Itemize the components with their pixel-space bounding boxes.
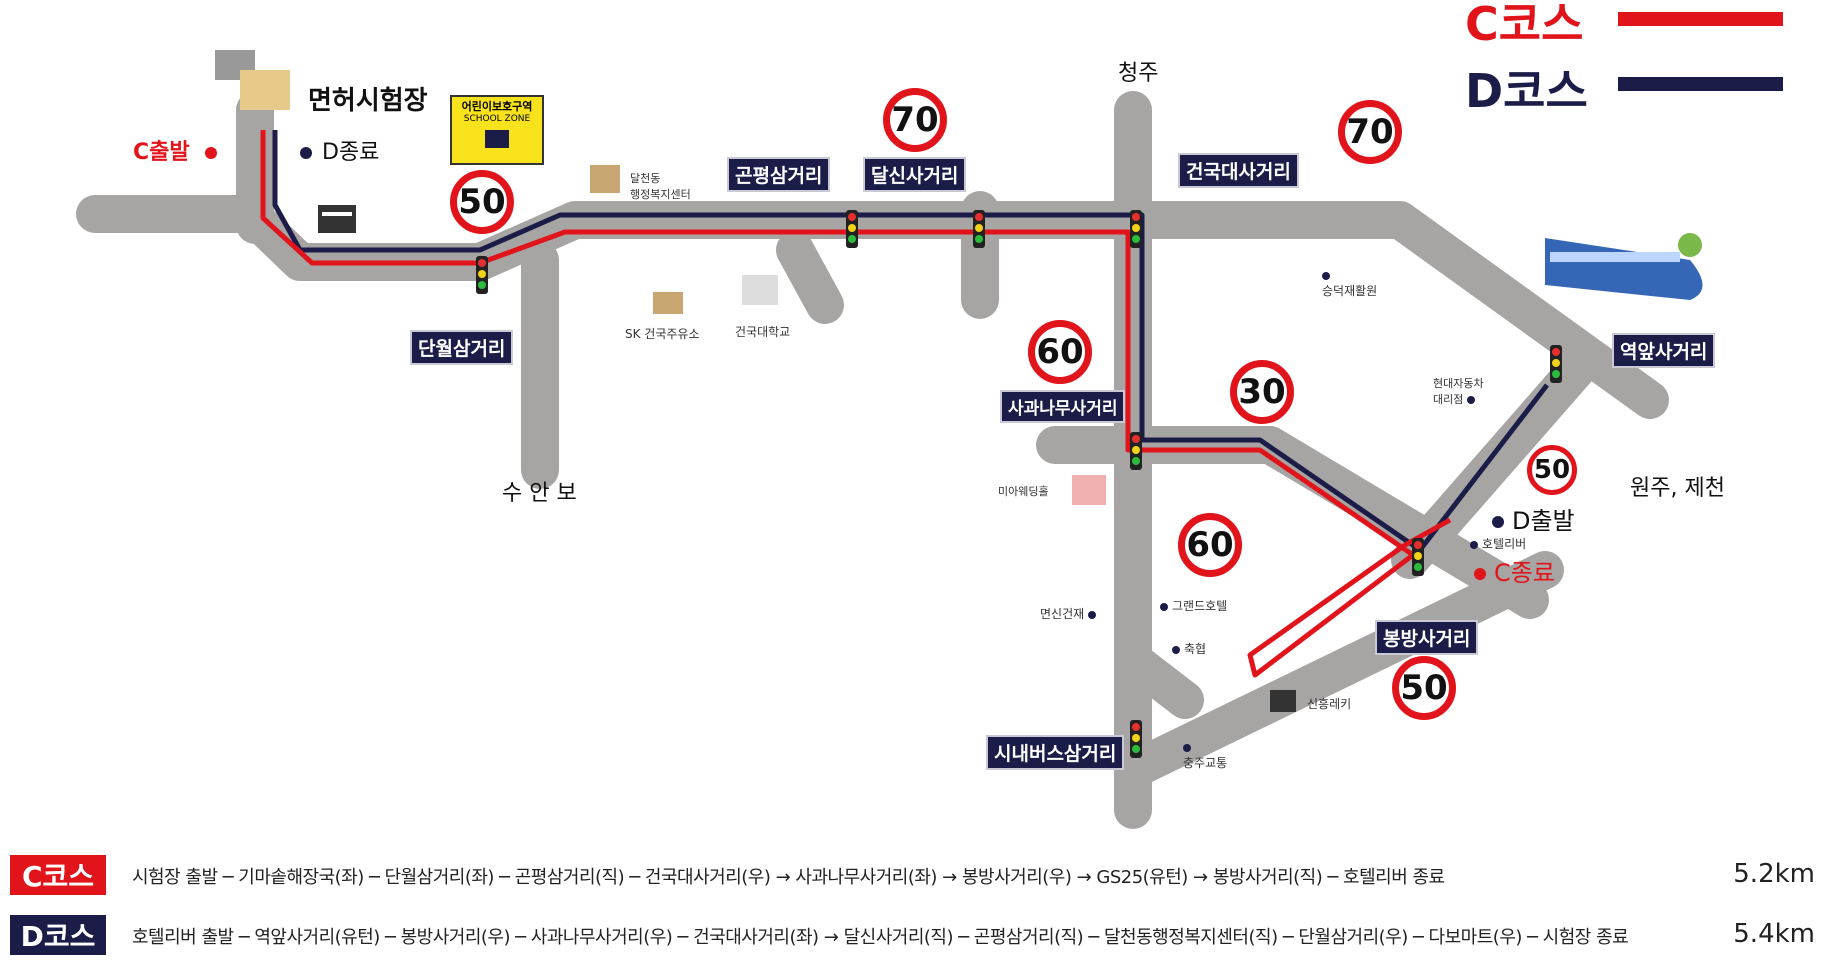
myeonsin-label: 면신건재 — [1040, 605, 1100, 622]
c-start-text: C출발 — [133, 140, 190, 165]
hotel-river-text: 호텔리버 — [1482, 537, 1527, 551]
speed-limit-sign: 50 — [1527, 445, 1577, 495]
traffic-light-icon — [1412, 538, 1424, 576]
legend-d-swatch — [1618, 77, 1783, 91]
intersection-konkukdae: 건국대사거리 — [1178, 153, 1299, 188]
route-distance-d: 5.4km — [1733, 919, 1815, 949]
c-start-label: C출발 — [133, 134, 218, 166]
route-row-c: C코스 시험장 출발 ─ 기마솥해장국(좌) ─ 단월삼거리(좌) ─ 곤평삼거… — [10, 855, 1815, 895]
intersection-bongbang: 봉방사거리 — [1375, 620, 1479, 655]
route-distance-c: 5.2km — [1733, 859, 1815, 889]
intersection-danwol: 단월삼거리 — [410, 330, 514, 365]
wonju-label: 원주, 제천 — [1630, 476, 1725, 501]
speed-limit-sign: 50 — [1392, 656, 1456, 720]
traffic-light-icon — [1130, 432, 1142, 470]
chukjeong-text: 축협 — [1184, 642, 1207, 656]
school-zone-line1: 어린이보호구역 — [461, 100, 533, 113]
traffic-light-icon — [973, 210, 985, 248]
legend-c-label: C코스 — [1465, 0, 1584, 51]
dalcheon-center-label: 달천동 행정복지센터 — [630, 172, 691, 201]
sk-gas-label: SK 건국주유소 — [625, 327, 700, 341]
intersection-yeokap: 역앞사거리 — [1612, 333, 1716, 368]
hyundai-label: 현대자동차 대리점 — [1433, 375, 1484, 407]
traffic-light-icon — [1130, 210, 1142, 248]
legend-c-swatch — [1618, 12, 1783, 26]
traffic-light-icon — [476, 256, 488, 294]
school-zone-icon — [485, 130, 509, 148]
suanbo-label: 수 안 보 — [502, 481, 577, 506]
route-desc-c: 시험장 출발 ─ 기마솥해장국(좌) ─ 단월삼거리(좌) ─ 곤평삼거리(직)… — [132, 867, 1445, 888]
speed-limit-sign: 30 — [1230, 360, 1294, 424]
d-end-text: D종료 — [322, 140, 380, 165]
route-row-d: D코스 호텔리버 출발 ─ 역앞사거리(유턴) ─ 봉방사거리(우) ─ 사과나… — [10, 915, 1815, 955]
hotel-river-label: 호텔리버 — [1470, 535, 1526, 552]
speed-limit-sign: 50 — [450, 170, 514, 234]
hyundai-text: 현대자동차 대리점 — [1433, 377, 1484, 406]
traffic-light-icon — [1550, 345, 1562, 383]
grand-hotel-label: 그랜드호텔 — [1160, 597, 1227, 614]
sinheung-label: 신흥레키 — [1307, 697, 1352, 711]
konkuk-univ-label: 건국대학교 — [735, 325, 791, 339]
route-badge-c: C코스 — [10, 855, 106, 895]
intersection-sagwanamu: 사과나무사거리 — [1000, 390, 1126, 423]
route-badge-d: D코스 — [10, 915, 106, 955]
mia-wedding-label: 미아웨딩홀 — [998, 485, 1049, 498]
d-start-text: D출발 — [1512, 507, 1575, 535]
intersection-sinaebus: 시내버스삼거리 — [986, 735, 1125, 770]
traffic-light-icon — [1130, 720, 1142, 758]
speed-limit-sign: 60 — [1178, 513, 1242, 577]
d-end-label: D종료 — [300, 134, 379, 166]
traffic-light-icon — [846, 210, 858, 248]
intersection-dalsin: 달신사거리 — [863, 157, 967, 192]
building-icons — [590, 165, 1296, 712]
grand-hotel-text: 그랜드호텔 — [1172, 599, 1228, 613]
seungdeok-label: 승덕재활원 — [1322, 268, 1377, 299]
c-end-label: C종료 — [1474, 553, 1555, 588]
d-start-label: D출발 — [1492, 501, 1575, 536]
chungju-traffic-text: 충주교통 — [1183, 756, 1228, 770]
speed-limit-sign: 70 — [1338, 100, 1402, 164]
test-center-label: 면허시험장 — [308, 86, 428, 116]
c-course-line — [260, 130, 1452, 678]
chungju-traffic-label: 충주교통 — [1183, 740, 1227, 771]
route-desc-d: 호텔리버 출발 ─ 역앞사거리(유턴) ─ 봉방사거리(우) ─ 사과나무사거리… — [132, 927, 1629, 948]
speed-limit-sign: 70 — [883, 88, 947, 152]
cheongju-label: 청주 — [1118, 61, 1159, 86]
c-end-text: C종료 — [1494, 559, 1555, 587]
chukjeong-label: 축협 — [1172, 640, 1206, 657]
store-icon — [318, 205, 356, 233]
intersection-gonpyeong: 곤평삼거리 — [727, 157, 831, 192]
seungdeok-text: 승덕재활원 — [1322, 284, 1378, 298]
train-icon — [1545, 233, 1703, 300]
legend-d-label: D코스 — [1465, 64, 1588, 118]
myeonsin-text: 면신건재 — [1040, 607, 1085, 621]
school-zone-line2: SCHOOL ZONE — [463, 114, 531, 124]
speed-limit-sign: 60 — [1028, 320, 1092, 384]
school-zone-sign: 어린이보호구역 SCHOOL ZONE — [450, 95, 544, 165]
test-center-building-icon — [215, 50, 290, 110]
